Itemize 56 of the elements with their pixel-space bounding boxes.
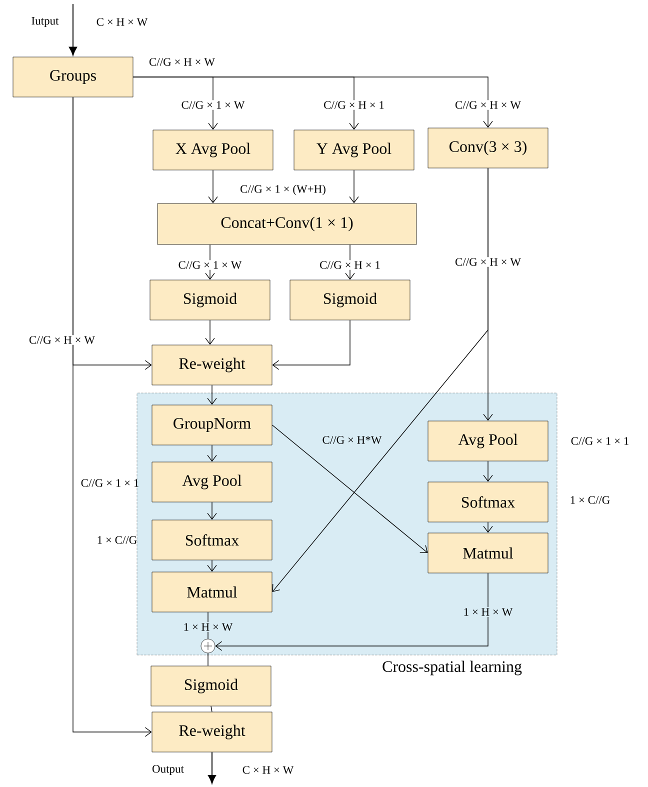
edge-label: C//G × 1 × W — [177, 260, 243, 270]
edge-label: C//G × H × 1 — [318, 260, 382, 270]
arrow — [272, 168, 488, 592]
arrow — [208, 170, 218, 204]
arrow — [132, 76, 493, 128]
process-box: Sigmoid — [150, 666, 272, 706]
edge-label: C//G × H × W — [454, 100, 522, 110]
process-box: Re-weight — [152, 344, 272, 386]
process-box: Avg Pool — [428, 420, 548, 462]
arrow — [205, 320, 215, 345]
arrow — [207, 560, 217, 572]
process-box: Softmax — [428, 482, 548, 522]
arrow — [272, 320, 350, 370]
arrow — [207, 444, 217, 462]
arrow — [272, 424, 428, 553]
dimension-label: C × H × W — [241, 765, 295, 775]
process-box: Conv(3 × 3) — [428, 128, 548, 168]
dimension-label: Iutput — [30, 16, 60, 28]
process-box: Softmax — [152, 520, 272, 560]
arrow — [68, 4, 78, 56]
arrow — [483, 460, 493, 482]
process-box: Re-weight — [152, 712, 272, 752]
sum-circle — [200, 638, 216, 654]
process-box: Groups — [12, 56, 134, 98]
node-label: Cross-spatial learning — [382, 660, 522, 676]
process-box: GroupNorm — [152, 404, 272, 446]
edge-label: C//G × H × 1 — [322, 100, 386, 110]
dimension-label: C//G × 1 × 1 — [571, 437, 628, 445]
edge-label: 1 × H × W — [462, 607, 514, 617]
dimension-label: C//G × H × W — [148, 57, 216, 67]
dimension-label: C × H × W — [95, 17, 149, 27]
edge-label: 1 × H × W — [182, 622, 234, 632]
dimension-label: 1 × C//G — [98, 536, 137, 544]
process-box: Matmul — [428, 532, 548, 574]
dimension-label: C//G × 1 × (W+H) — [239, 184, 327, 196]
arrow — [72, 96, 152, 737]
process-box: Avg Pool — [152, 462, 272, 502]
dimension-label: C//G × H × W — [28, 335, 96, 345]
dimension-label: Output — [151, 764, 185, 776]
arrow — [215, 572, 488, 651]
edge-label: C//G × 1 × W — [180, 100, 246, 110]
arrow — [349, 170, 359, 204]
process-box: Matmul — [152, 572, 272, 612]
process-box: Sigmoid — [290, 280, 410, 320]
process-box: Concat+Conv(1 × 1) — [157, 203, 417, 245]
arrow — [207, 502, 217, 520]
dimension-label: C//G × 1 × 1 — [81, 479, 138, 487]
process-box: Y Avg Pool — [294, 130, 414, 170]
process-box: Sigmoid — [150, 280, 270, 320]
edge-label: C//G × H*W — [321, 435, 383, 445]
arrow — [483, 522, 493, 533]
dimension-label: 1 × C//G — [570, 496, 610, 504]
edge-label: C//G × H × W — [454, 257, 522, 267]
process-box: X Avg Pool — [152, 130, 274, 170]
arrow — [208, 752, 216, 784]
arrow — [207, 384, 217, 405]
